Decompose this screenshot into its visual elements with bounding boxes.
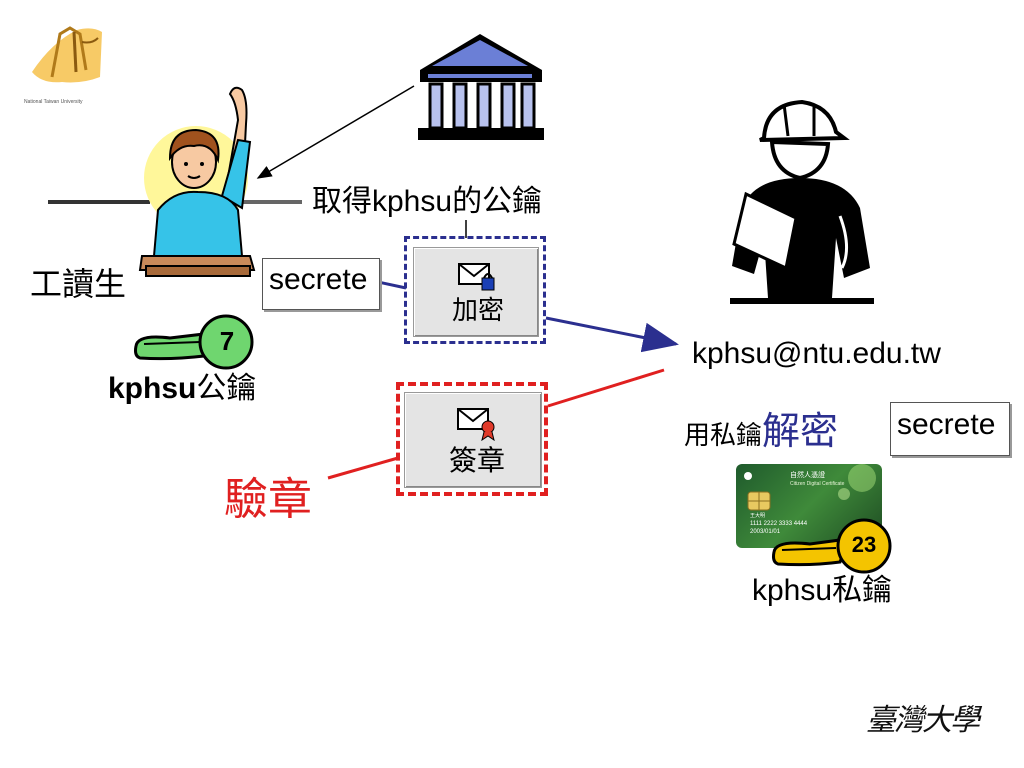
sign-button-frame: 簽章 bbox=[396, 382, 548, 496]
private-key-name: kphsu bbox=[752, 574, 833, 607]
decrypt-label: 用私鑰解密 bbox=[684, 412, 838, 450]
worker-student-label: 工讀生 bbox=[30, 265, 127, 303]
arrow-bank-to-student bbox=[256, 85, 415, 179]
ntu-signature: 臺灣大學 bbox=[866, 703, 980, 738]
worker-illustration bbox=[724, 98, 876, 306]
public-key-suffix: 公鑰 bbox=[196, 371, 257, 406]
get-public-key-label: 取得kphsu的公鑰 bbox=[312, 187, 542, 217]
secrete-note-right: secrete bbox=[890, 402, 1010, 456]
secrete-note-left-text: secrete bbox=[269, 263, 368, 296]
secrete-note-right-text: secrete bbox=[897, 408, 996, 441]
private-key-icon: 23 bbox=[770, 516, 894, 576]
decrypt-prefix: 用私鑰 bbox=[684, 421, 763, 451]
ntu-logo: National Taiwan University bbox=[22, 22, 112, 106]
secrete-note-left: secrete bbox=[262, 258, 380, 310]
arrow-encrypt-to-email bbox=[545, 316, 679, 353]
connector-verify-to-sign bbox=[327, 456, 399, 480]
sign-button-label: 簽章 bbox=[449, 444, 506, 477]
private-key-suffix: 私鑰 bbox=[832, 573, 893, 608]
card-subtitle: Citizen Digital Certificate bbox=[790, 481, 845, 487]
verify-label: 驗章 bbox=[224, 474, 312, 525]
envelope-seal-icon bbox=[457, 408, 495, 441]
encrypt-button[interactable]: 加密 bbox=[413, 247, 539, 337]
encrypt-button-frame: 加密 bbox=[404, 236, 546, 344]
connector-email-to-sign bbox=[547, 368, 665, 408]
card-title: 自然人憑證 bbox=[790, 471, 825, 479]
public-key-number: 7 bbox=[219, 326, 235, 356]
email-label: kphsu@ntu.edu.tw bbox=[692, 337, 941, 370]
private-key-label: kphsu私鑰 bbox=[752, 576, 892, 606]
card-date: 2003/01/01 bbox=[750, 529, 781, 535]
get-public-key-prefix: 取得 bbox=[312, 184, 372, 219]
public-key-label: kphsu公鑰 bbox=[108, 374, 256, 404]
private-key-number: 23 bbox=[851, 532, 877, 557]
envelope-lock-icon bbox=[458, 263, 495, 291]
connector-note-to-encrypt bbox=[377, 280, 407, 290]
student-illustration bbox=[138, 80, 258, 280]
ntu-logo-icon bbox=[32, 26, 102, 83]
get-public-key-name: kphsu bbox=[372, 185, 453, 218]
public-key-name: kphsu bbox=[108, 372, 197, 405]
get-public-key-suffix: 的公鑰 bbox=[452, 184, 543, 219]
sign-button[interactable]: 簽章 bbox=[404, 392, 542, 488]
card-number: 1111 2222 3333 4444 bbox=[750, 521, 808, 527]
card-holder-name: 王大明 bbox=[750, 513, 766, 519]
encrypt-button-label: 加密 bbox=[452, 296, 505, 326]
ntu-logo-caption: National Taiwan University bbox=[24, 99, 83, 105]
bank-building-icon bbox=[414, 30, 546, 142]
public-key-icon: 7 bbox=[130, 312, 254, 372]
decrypt-word: 解密 bbox=[762, 409, 839, 453]
